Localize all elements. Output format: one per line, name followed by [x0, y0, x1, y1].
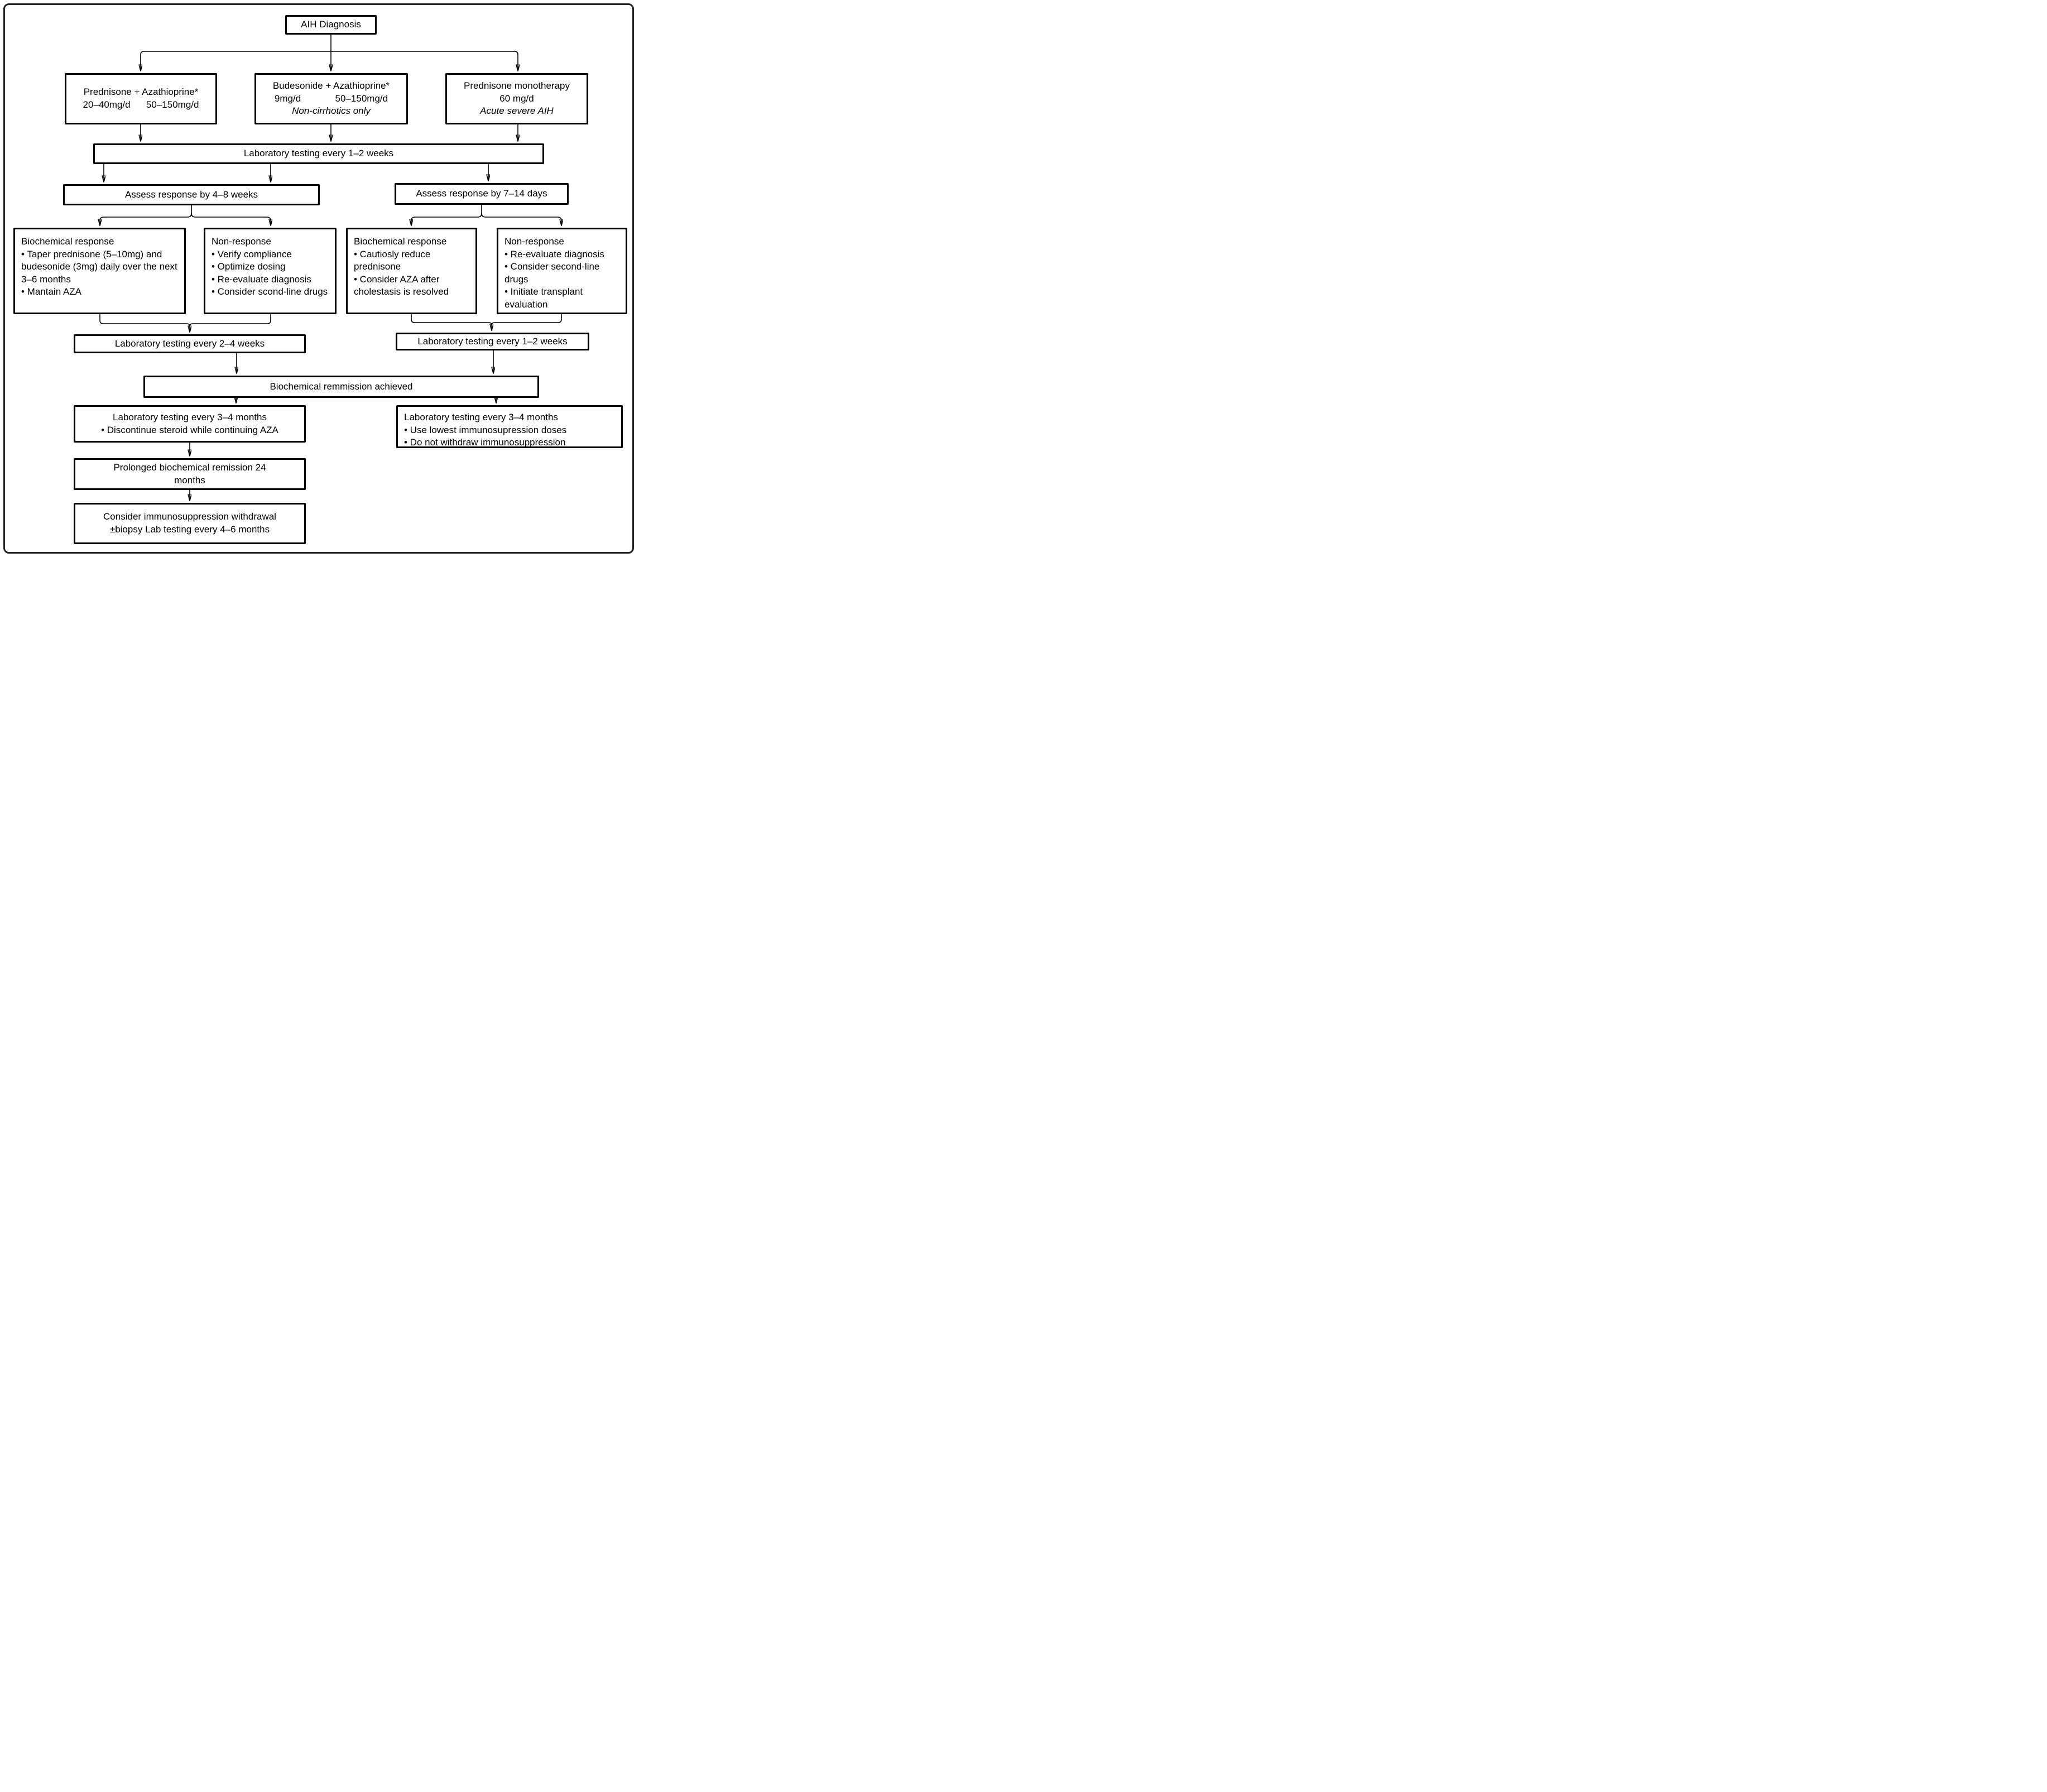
- node-immunosuppression-withdrawal: Consider immunosuppression withdrawal ±b…: [74, 503, 306, 544]
- node-prednisone-azathioprine: Prednisone + Azathioprine* 20–40mg/d 50–…: [65, 73, 217, 124]
- node-title: Budesonide + Azathioprine*: [272, 80, 390, 92]
- node-label: Laboratory testing every 1–2 weeks: [417, 335, 568, 347]
- node-title: Non-response: [212, 236, 271, 247]
- flow-line: [411, 314, 492, 325]
- node-title: Biochemical response: [354, 236, 447, 247]
- node-doses: 9mg/d 50–150mg/d: [274, 93, 388, 104]
- node-label: Biochemical remmission achieved: [270, 381, 413, 392]
- node-prednisone-monotherapy: Prednisone monotherapy 60 mg/d Acute sev…: [445, 73, 588, 124]
- node-bullet: • Use lowest immunosupression doses: [404, 424, 567, 435]
- node-bullet: • Consider scond-line drugs: [212, 286, 328, 297]
- node-line: months: [174, 474, 205, 486]
- flow-arrow: [481, 213, 561, 225]
- node-bullet: • Consider AZA after cholestasis is reso…: [354, 273, 449, 297]
- node-line: Consider immunosuppression withdrawal: [103, 511, 276, 522]
- node-bullet: • Initiate transplant evaluation: [504, 286, 585, 310]
- node-bullet: • Taper prednisone (5–10mg) and budesoni…: [21, 248, 180, 285]
- node-doses: 60 mg/d: [499, 93, 534, 104]
- connector-layer: [0, 34, 640, 560]
- node-prolonged-remission: Prolonged biochemical remission 24 month…: [74, 458, 306, 490]
- node-lab-testing-3-4-months-right: Laboratory testing every 3–4 months • Us…: [396, 405, 623, 448]
- flow-line: [189, 314, 271, 326]
- flow-arrow: [331, 51, 518, 71]
- node-lab-testing-initial: Laboratory testing every 1–2 weeks: [93, 143, 544, 164]
- node-aih-diagnosis: AIH Diagnosis: [285, 15, 377, 35]
- node-budesonide-azathioprine: Budesonide + Azathioprine* 9mg/d 50–150m…: [254, 73, 408, 124]
- flow-arrow: [100, 213, 192, 225]
- node-label: AIH Diagnosis: [301, 19, 361, 30]
- node-note: Non-cirrhotics only: [292, 105, 371, 117]
- node-lab-testing-1-2-weeks-right: Laboratory testing every 1–2 weeks: [396, 333, 589, 350]
- flow-line: [99, 314, 190, 326]
- node-bullet: • Verify compliance: [212, 248, 292, 260]
- node-doses: 20–40mg/d 50–150mg/d: [83, 99, 199, 110]
- node-assess-response-4-8-weeks: Assess response by 4–8 weeks: [63, 184, 320, 205]
- node-bullet: • Re-evaluate diagnosis: [212, 273, 311, 285]
- node-line: ±biopsy Lab testing every 4–6 months: [109, 524, 270, 535]
- node-bullet: • Optimize dosing: [212, 261, 286, 272]
- node-title: Prednisone monotherapy: [464, 80, 570, 92]
- node-non-response-right: Non-response • Re-evaluate diagnosis • C…: [497, 228, 627, 314]
- node-bullet: • Cautiosly reduce prednisone: [354, 248, 434, 272]
- node-note: Acute severe AIH: [480, 105, 554, 117]
- node-lab-testing-2-4-weeks: Laboratory testing every 2–4 weeks: [74, 334, 306, 353]
- node-bullet: • Re-evaluate diagnosis: [504, 248, 604, 260]
- node-bullet: • Mantain AZA: [21, 286, 82, 297]
- node-assess-response-7-14-days: Assess response by 7–14 days: [395, 183, 569, 205]
- node-title: Biochemical response: [21, 236, 114, 247]
- node-bullet: • Do not withdraw immunosuppression: [404, 437, 566, 448]
- node-title: Prednisone + Azathioprine*: [83, 87, 199, 98]
- node-label: Assess response by 7–14 days: [416, 188, 547, 199]
- node-label: Assess response by 4–8 weeks: [124, 189, 258, 200]
- node-bullet: • Consider second-line drugs: [504, 261, 603, 285]
- node-biochemical-response-left: Biochemical response • Taper prednisone …: [13, 228, 186, 314]
- node-non-response-left: Non-response • Verify compliance • Optim…: [204, 228, 337, 314]
- node-line: Laboratory testing every 3–4 months: [113, 411, 267, 422]
- flow-arrow: [141, 51, 331, 71]
- node-label: Laboratory testing every 2–4 weeks: [114, 338, 265, 349]
- node-title: Laboratory testing every 3–4 months: [404, 412, 558, 422]
- flow-line: [491, 314, 562, 325]
- node-biochemical-response-right: Biochemical response • Cautiosly reduce …: [346, 228, 477, 314]
- node-biochemical-remission-achieved: Biochemical remmission achieved: [143, 376, 539, 398]
- node-line: Prolonged biochemical remission 24: [113, 462, 266, 473]
- node-bullet: • Discontinue steroid while continuing A…: [101, 424, 278, 435]
- flow-arrow: [191, 213, 271, 225]
- node-title: Non-response: [504, 236, 564, 247]
- flowchart-canvas: AIH Diagnosis Prednisone + Azathioprine*…: [0, 0, 640, 560]
- node-label: Laboratory testing every 1–2 weeks: [243, 148, 394, 159]
- diagram-border: [3, 3, 634, 554]
- flow-arrow: [411, 213, 482, 225]
- node-lab-testing-3-4-months-left: Laboratory testing every 3–4 months • Di…: [74, 405, 306, 443]
